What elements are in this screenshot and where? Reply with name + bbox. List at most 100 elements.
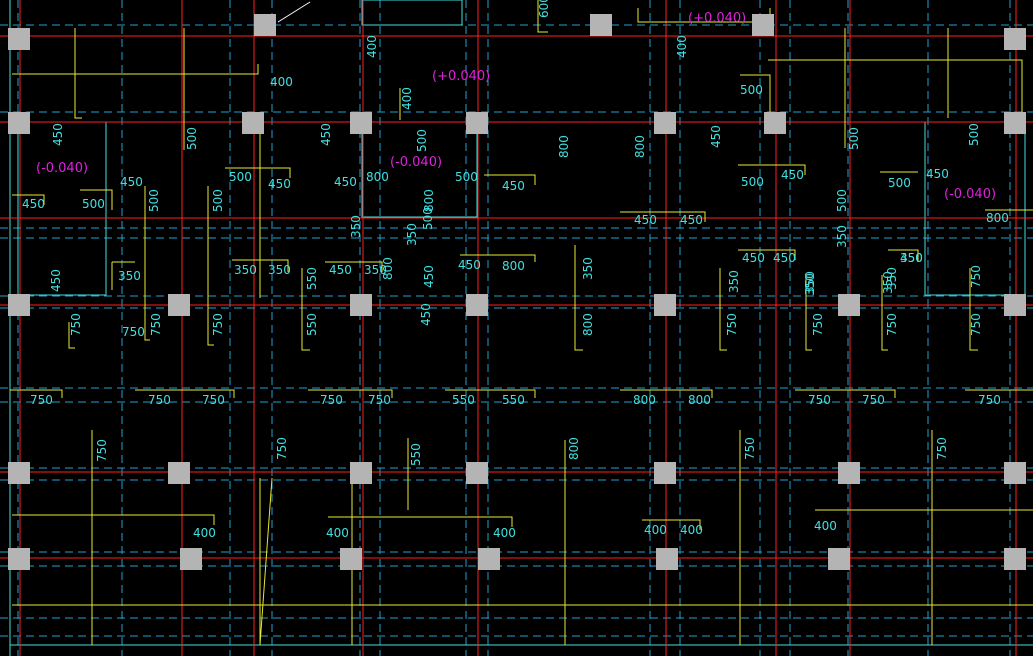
beam-outline [881, 275, 888, 351]
dimension-label: 450 [49, 269, 63, 292]
dimension-label: 750 [30, 393, 53, 407]
column-block [340, 548, 362, 570]
dimension-label: 400 [644, 523, 667, 537]
beam-outline [719, 268, 727, 351]
dimension-label: 450 [709, 125, 723, 148]
dimension-label: 450 [319, 123, 333, 146]
dimension-label: 800 [381, 257, 395, 280]
dimension-label: 500 [211, 189, 225, 212]
beam-outlines [10, 0, 1033, 646]
dimension-label: 800 [633, 135, 647, 158]
beam-outline [259, 477, 273, 646]
dimension-label: 500 [147, 189, 161, 212]
dimension-label: 750 [935, 437, 949, 460]
dimension-label: 350 [803, 271, 817, 294]
dimension-label: 500 [847, 127, 861, 150]
dimension-label: 750 [969, 313, 983, 336]
beam-outline [738, 249, 796, 260]
dimension-label: 400 [326, 526, 349, 540]
dimension-label: 450 [680, 213, 703, 227]
dimension-label: 450 [634, 213, 657, 227]
dimension-label: 350 [881, 271, 895, 294]
column-block [1004, 462, 1026, 484]
dimension-label: 350 [405, 223, 419, 246]
elevation-label: (+0.040) [688, 11, 746, 26]
beam-outline [969, 268, 978, 351]
dimension-label: 450 [120, 175, 143, 189]
column-block [466, 462, 488, 484]
dimension-label: 550 [409, 443, 423, 466]
column-block [8, 112, 30, 134]
dimension-label: 800 [366, 170, 389, 184]
dimension-label: 500 [421, 207, 435, 230]
beam-outline [768, 59, 1023, 118]
elevation-label: (-0.040) [944, 187, 996, 202]
dimension-label: 450 [334, 175, 357, 189]
dimension-label: 450 [900, 251, 923, 265]
pile-cap-outline [361, 0, 463, 26]
dimension-label: 800 [557, 135, 571, 158]
dimension-label: 350 [234, 263, 257, 277]
dimension-label: 500 [82, 197, 105, 211]
dimension-label: 450 [329, 263, 352, 277]
dimension-label: 450 [502, 179, 525, 193]
beam-outline [325, 261, 383, 272]
dimension-label: 600 [537, 0, 551, 18]
column-block [1004, 294, 1026, 316]
beam-outline [135, 389, 235, 398]
dimension-label: 750 [148, 393, 171, 407]
dimension-label: 750 [969, 265, 983, 288]
dimension-label: 350 [900, 251, 923, 265]
column-block [350, 462, 372, 484]
dimension-label: 400 [400, 87, 414, 110]
dimension-label: 750 [202, 393, 225, 407]
beam-outline [574, 245, 583, 351]
beam-outline [80, 189, 113, 210]
beam-outline [328, 516, 513, 527]
dimension-label: 800 [581, 313, 595, 336]
dimension-label: 450 [773, 251, 796, 265]
column-block [654, 294, 676, 316]
column-block [8, 28, 30, 50]
dimension-label: 450 [926, 167, 949, 181]
column-block [168, 462, 190, 484]
dimension-label: 450 [742, 251, 765, 265]
column-block [478, 548, 500, 570]
dimension-label: 400 [365, 35, 379, 58]
column-block [180, 548, 202, 570]
beam-outline [888, 249, 919, 262]
beam-outline [308, 389, 393, 398]
column-block [828, 548, 850, 570]
column-block [1004, 548, 1026, 570]
dimension-label: 350 [364, 263, 387, 277]
dimension-label: 750 [978, 393, 1001, 407]
dimension-label: 500 [835, 189, 849, 212]
dimension-label: 450 [422, 265, 436, 288]
dimension-label: 750 [811, 313, 825, 336]
beam-outline [12, 64, 259, 75]
dimension-label: 400 [193, 526, 216, 540]
beam-outline [460, 254, 536, 262]
column-block [1004, 112, 1026, 134]
dimension-label: 800 [633, 393, 656, 407]
beam-outline [738, 164, 806, 175]
beam-outline [12, 514, 215, 525]
dimension-label: 750 [743, 437, 757, 460]
beam-outline [445, 389, 536, 398]
dimension-label: 750 [211, 313, 225, 336]
beam-outline [207, 186, 214, 346]
beam-outline [620, 211, 706, 222]
dimension-label: 500 [185, 127, 199, 150]
dimension-label: 750 [862, 393, 885, 407]
column-block [350, 112, 372, 134]
beam-outline [484, 174, 536, 185]
dimension-label: 750 [275, 437, 289, 460]
dimension-label: 450 [51, 123, 65, 146]
dimension-label: 450 [419, 303, 433, 326]
dimension-label: 800 [502, 259, 525, 273]
column-blocks [8, 1, 1026, 570]
dimension-label: 500 [967, 123, 981, 146]
dimension-label: 750 [149, 313, 163, 336]
dimension-label: 800 [688, 393, 711, 407]
